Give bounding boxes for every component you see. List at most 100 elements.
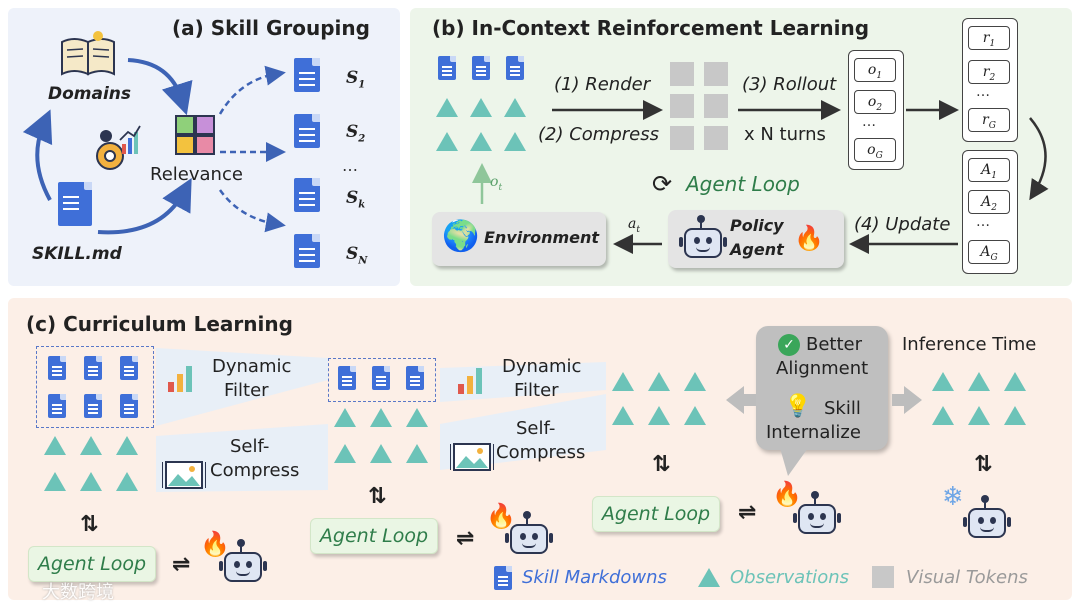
panel-b-title: (b) In-Context Reinforcement Learning xyxy=(432,16,870,40)
better-alignment-line1: Better xyxy=(806,334,863,355)
skill-group-stage2 xyxy=(328,358,436,402)
observation-triangle xyxy=(370,408,392,427)
o-cell-g: oG xyxy=(854,138,896,162)
skill-internalize-line2: Internalize xyxy=(766,422,861,443)
observation-triangle xyxy=(406,408,428,427)
observation-triangle xyxy=(612,406,634,425)
r-cell-2: r2 xyxy=(968,60,1010,84)
skill-doc-s1-icon xyxy=(294,58,320,92)
swap-arrows-icon: ⇅ xyxy=(80,512,99,537)
gear-chart-icon xyxy=(96,125,141,170)
observation-triangle xyxy=(648,406,670,425)
skill-doc-icon xyxy=(372,366,390,390)
skill-doc-sn-icon xyxy=(294,234,320,268)
robot-icon xyxy=(505,511,553,554)
observation-triangle xyxy=(80,472,102,491)
sk-label: Sk xyxy=(346,188,366,211)
o-cell-1: o1 xyxy=(854,58,896,82)
check-circle-icon: ✓ xyxy=(778,334,800,356)
refresh-icon: ⟳ xyxy=(652,170,673,198)
observation-triangle xyxy=(684,372,706,391)
rollout-label: (3) Rollout xyxy=(742,74,837,95)
skill-internalize-line1: Skill xyxy=(824,398,861,419)
observation-triangle xyxy=(504,132,526,151)
ot-label: ot xyxy=(490,174,503,193)
visual-token xyxy=(704,126,728,150)
fire-icon: 🔥 xyxy=(200,530,230,558)
bar-chart-icon xyxy=(458,364,492,394)
robot-icon xyxy=(219,539,267,582)
skill-doc-icon xyxy=(506,56,524,80)
r-ellipsis: … xyxy=(976,84,992,100)
skill-doc-icon xyxy=(120,394,138,418)
observation-triangle xyxy=(370,444,392,463)
observation-triangle xyxy=(470,98,492,117)
observation-triangle xyxy=(1004,372,1026,391)
skill-doc-icon xyxy=(472,56,490,80)
observation-triangle xyxy=(648,372,670,391)
skill-doc-icon xyxy=(120,356,138,380)
skill-doc-icon xyxy=(84,394,102,418)
image-compress-icon xyxy=(450,443,494,471)
visual-token xyxy=(670,94,694,118)
observation-triangle xyxy=(44,472,66,491)
puzzle-icon xyxy=(175,115,215,155)
skill-doc-s2-icon xyxy=(294,114,320,148)
skill-doc-icon xyxy=(48,394,66,418)
o-ellipsis: … xyxy=(862,114,878,130)
callout-tail xyxy=(780,448,808,476)
inference-time-label: Inference Time xyxy=(902,334,1037,355)
fire-icon: 🔥 xyxy=(486,502,516,530)
skill-doc-sk-icon xyxy=(294,178,320,212)
swap-arrows-icon: ⇅ xyxy=(652,452,671,477)
visual-token xyxy=(704,94,728,118)
dynamic-filter-2-line2: Filter xyxy=(514,380,559,401)
observation-triangle xyxy=(436,98,458,117)
dynamic-filter-1-line2: Filter xyxy=(224,380,269,401)
skill-md-label: SKILL.md xyxy=(32,244,122,264)
sn-label: SN xyxy=(346,244,368,267)
skill-doc-icon xyxy=(48,356,66,380)
gray-arrows xyxy=(726,386,922,414)
skill-md-doc-icon xyxy=(58,182,92,226)
at-label: at xyxy=(628,216,640,235)
self-compress-2-line1: Self- xyxy=(516,418,556,439)
dynamic-filter-1-line1: Dynamic xyxy=(212,356,292,377)
observation-triangle xyxy=(334,408,356,427)
a-cell-1: A1 xyxy=(968,158,1010,182)
a-cell-g: AG xyxy=(968,240,1010,264)
observation-triangle xyxy=(612,372,634,391)
agent-loop-box-1: Agent Loop xyxy=(28,546,156,582)
swap-arrows-icon: ⇅ xyxy=(368,484,387,509)
observation-triangle xyxy=(968,406,990,425)
fire-icon: 🔥 xyxy=(772,480,802,508)
fire-icon: 🔥 xyxy=(794,224,824,252)
render-label: (1) Render xyxy=(554,74,651,95)
panel-c-title: (c) Curriculum Learning xyxy=(26,312,293,336)
watermark: 大数跨境 xyxy=(42,582,114,603)
n-turns-label: x N turns xyxy=(744,124,826,145)
visual-token xyxy=(670,126,694,150)
skill-doc-icon xyxy=(338,366,356,390)
robot-icon xyxy=(793,491,841,534)
agent-loop-label: Agent Loop xyxy=(686,172,800,196)
robot-icon xyxy=(679,215,727,258)
lightbulb-icon: 💡 xyxy=(784,394,812,419)
observation-triangle xyxy=(470,132,492,151)
s1-label: S1 xyxy=(346,68,366,91)
visual-token xyxy=(704,62,728,86)
panel-b-arrows xyxy=(472,100,1049,254)
better-alignment-line2: Alignment xyxy=(776,358,869,379)
environment-label: Environment xyxy=(484,228,600,247)
skill-doc-icon xyxy=(406,366,424,390)
dynamic-filter-2-line1: Dynamic xyxy=(502,356,582,377)
observation-triangle xyxy=(932,372,954,391)
legend-skill-doc-icon xyxy=(494,566,512,590)
self-compress-1-line1: Self- xyxy=(230,436,270,457)
dashed-arrows xyxy=(218,65,286,233)
self-compress-2-line2: Compress xyxy=(496,442,586,463)
s-ellipsis: … xyxy=(342,156,360,175)
agent-loop-box-3: Agent Loop xyxy=(592,496,720,532)
exchange-arrows-icon: ⇌ xyxy=(172,552,191,577)
domains-label: Domains xyxy=(48,84,132,104)
